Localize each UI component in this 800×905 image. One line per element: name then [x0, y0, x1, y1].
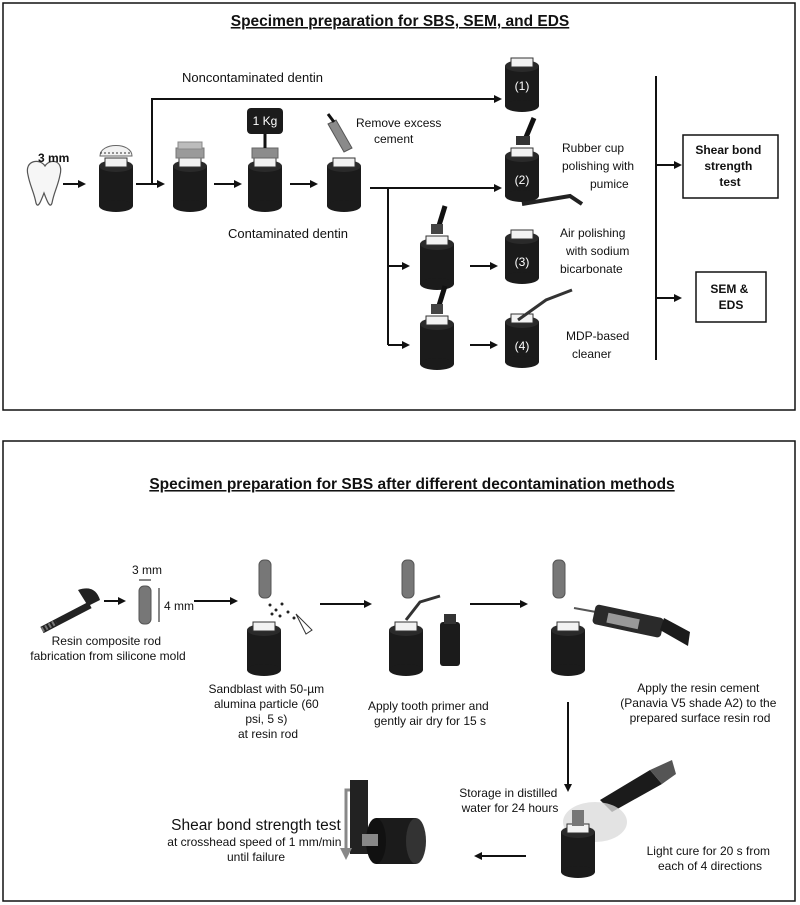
sem-eds-outcome-label: SEM & EDS [710, 282, 751, 312]
panel-top-title: Specimen preparation for SBS, SEM, and E… [231, 13, 570, 30]
group-4-number: (4) [515, 339, 530, 353]
step2-label: Sandblast with 50-µm alumina particle (6… [209, 682, 328, 741]
specimen-cylinder [560, 810, 596, 879]
air-polisher-icon [521, 193, 584, 206]
specimen-cylinder [98, 145, 134, 213]
step1-label: Resin composite rod fabrication from sil… [30, 634, 185, 663]
group-2-number: (2) [515, 173, 530, 187]
cement-syringe-icon [573, 604, 690, 646]
sbs-outcome-box [682, 134, 779, 199]
specimen-scraped [326, 113, 362, 213]
resin-rod [552, 559, 566, 599]
group-3-label: Air polishing with sodium bicarbonate [560, 226, 633, 276]
sbs-outcome-label: Shear bond strength test [695, 143, 764, 189]
tooth-size-label: 3 mm [38, 151, 69, 165]
contaminated-label: Contaminated dentin [228, 226, 348, 241]
step7-title: Shear bond strength test [171, 817, 341, 834]
resin-rod [401, 559, 415, 599]
panel-bottom-title: Specimen preparation for SBS after diffe… [149, 476, 674, 493]
specimen-cylinder [246, 621, 282, 677]
noncontaminated-label: Noncontaminated dentin [182, 70, 323, 85]
specimen-cylinder [550, 621, 586, 677]
load-label: 1 Kg [253, 114, 278, 128]
step3-label: Apply tooth primer and gently air dry fo… [368, 699, 492, 728]
resin-rod [258, 559, 272, 599]
weight-icon [247, 108, 283, 134]
rod-height-label: 4 mm [164, 599, 194, 613]
panel-top-frame [2, 2, 796, 411]
step4-label: Apply the resin cement (Panavia V5 shade… [620, 681, 779, 725]
step7-label: at crosshead speed of 1 mm/min until fai… [167, 835, 344, 864]
step6-label: Light cure for 20 s from each of 4 direc… [647, 844, 774, 873]
group-1-number: (1) [515, 79, 530, 93]
scalpel-icon [327, 119, 353, 153]
specimen-cylinder [388, 621, 424, 677]
group-3-number: (3) [515, 255, 530, 269]
specimen-cylinder [172, 141, 208, 213]
shear-test-apparatus-icon [340, 780, 426, 864]
applicator-icon [517, 288, 573, 322]
sem-eds-outcome-box [695, 271, 767, 323]
panel-bottom-frame [2, 440, 796, 902]
resin-rod [138, 585, 152, 625]
sandblast-particles [268, 602, 313, 635]
specimen-cylinder [419, 285, 455, 371]
primer-bottle-icon [440, 614, 460, 666]
specimen-cylinder [419, 205, 455, 291]
remove-cement-label: Remove excess cement [356, 116, 445, 146]
group-2-label: Rubber cup polishing with pumice [562, 141, 637, 191]
rod-width-label: 3 mm [132, 563, 162, 577]
noncontaminated-path [148, 95, 502, 185]
tooth-icon [26, 160, 62, 206]
step5-label: Storage in distilled water for 24 hours [459, 786, 560, 815]
air-syringe-icon [404, 594, 441, 621]
group-4-label: MDP-based cleaner [566, 329, 633, 361]
silicone-mold-icon [40, 588, 100, 634]
group-2-specimen [504, 117, 540, 203]
specimen-loaded [247, 108, 283, 213]
